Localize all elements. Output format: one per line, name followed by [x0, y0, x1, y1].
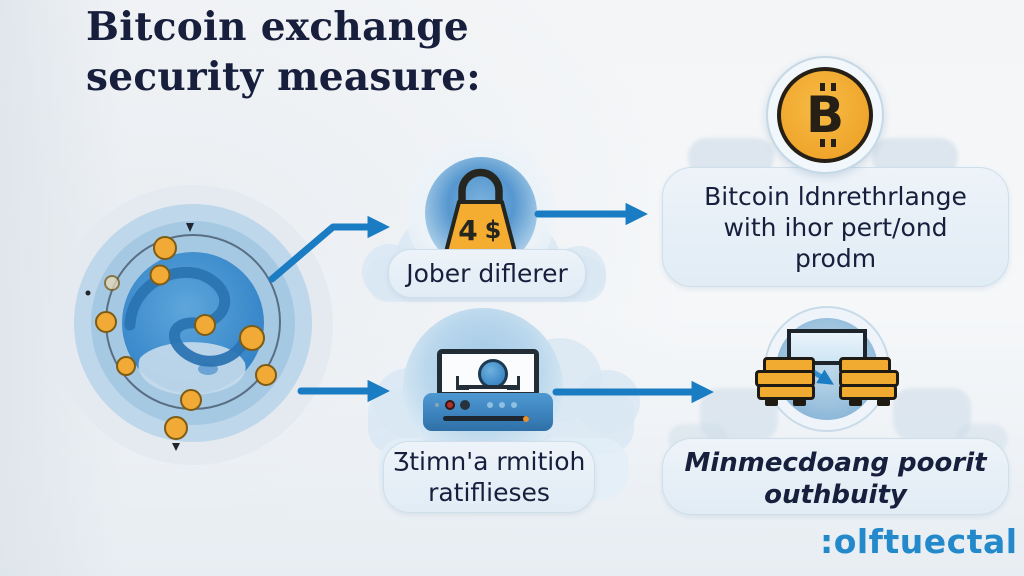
- wallet-card-line-2: outhbuity: [764, 480, 907, 510]
- orbit-coins: [95, 236, 277, 440]
- wallet-foot: [877, 399, 890, 406]
- bitcoin-card-line-1: Bitcoin ldnrethrlange: [704, 182, 967, 211]
- base-slot: [443, 416, 529, 421]
- coin-dot: [149, 264, 171, 286]
- bitcoin-text-card: Bitcoin ldnrethrlange with ihor pert/ond…: [662, 167, 1009, 287]
- monitor-label: Ʒtimn'a rmitioh ratiflieses: [383, 441, 595, 513]
- wallet-text-card: Minmecdoang poorit outhbuity: [662, 438, 1009, 515]
- coin-dot: [153, 236, 177, 260]
- base-dot: [487, 402, 493, 408]
- orbit-tick: [172, 443, 180, 451]
- bitcoin-coin-icon: B: [766, 56, 884, 174]
- padlock-shackle: [458, 168, 503, 209]
- coin-dot: [116, 356, 136, 376]
- title-line-1: Bitcoin exchange: [86, 4, 469, 50]
- monitor-label-line-2: ratiflieses: [428, 478, 550, 507]
- coin-dot: [180, 389, 202, 411]
- base-dot: [499, 402, 505, 408]
- wallet-foot: [849, 399, 862, 406]
- bitcoin-symbol: B: [805, 83, 845, 147]
- padlock-badge-left: 4: [458, 214, 477, 247]
- screen-base-line: [458, 385, 518, 389]
- brand-logo: :olftuectal: [820, 522, 1017, 561]
- monitor-base: [423, 393, 553, 431]
- globe-coins-icon: [53, 185, 333, 465]
- coin-dot: [255, 364, 277, 386]
- lock-label: Jober diflerer: [388, 249, 586, 298]
- padlock-icon: 4 $: [444, 168, 517, 258]
- wallet-body: [839, 384, 897, 400]
- monitor-label-line-1: Ʒtimn'a rmitioh: [392, 447, 586, 476]
- coin-dot: [164, 416, 188, 440]
- wallet-body: [757, 384, 815, 400]
- bitcoin-coin-face: B: [777, 67, 873, 163]
- lock-label-text: Jober diflerer: [406, 259, 568, 288]
- coin-dot: [104, 275, 120, 291]
- wallet-card-line-1: Minmecdoang poorit: [684, 448, 987, 478]
- background-silhouette: [893, 388, 971, 440]
- coin-dot: [194, 314, 216, 336]
- wallet-right-icon: [835, 357, 899, 409]
- coin-dot: [95, 311, 117, 333]
- wallet-foot: [765, 399, 778, 406]
- title-line-2: security measure:: [86, 54, 482, 100]
- base-dot-red: [445, 400, 455, 410]
- orbit-tick: [85, 290, 91, 296]
- page-title: Bitcoin exchange security measure:: [86, 2, 481, 102]
- wallet-left-icon: [755, 357, 819, 409]
- brand-logo-text: :olftuectal: [820, 522, 1018, 561]
- base-dot: [511, 402, 517, 408]
- screen-coin: [478, 359, 508, 389]
- coin-dot: [239, 325, 265, 351]
- bitcoin-card-line-3: prodm: [794, 244, 877, 273]
- padlock-badge-right: $: [485, 216, 502, 244]
- slot-led: [523, 416, 529, 422]
- orbit-tick: [186, 223, 194, 232]
- wallet-foot: [793, 399, 806, 406]
- bitcoin-card-line-2: with ihor pert/ond: [723, 213, 948, 242]
- base-dot-dark: [460, 400, 470, 410]
- padlock-body: [444, 200, 517, 258]
- base-dot: [435, 403, 439, 407]
- monitor-coin-icon: [437, 349, 539, 397]
